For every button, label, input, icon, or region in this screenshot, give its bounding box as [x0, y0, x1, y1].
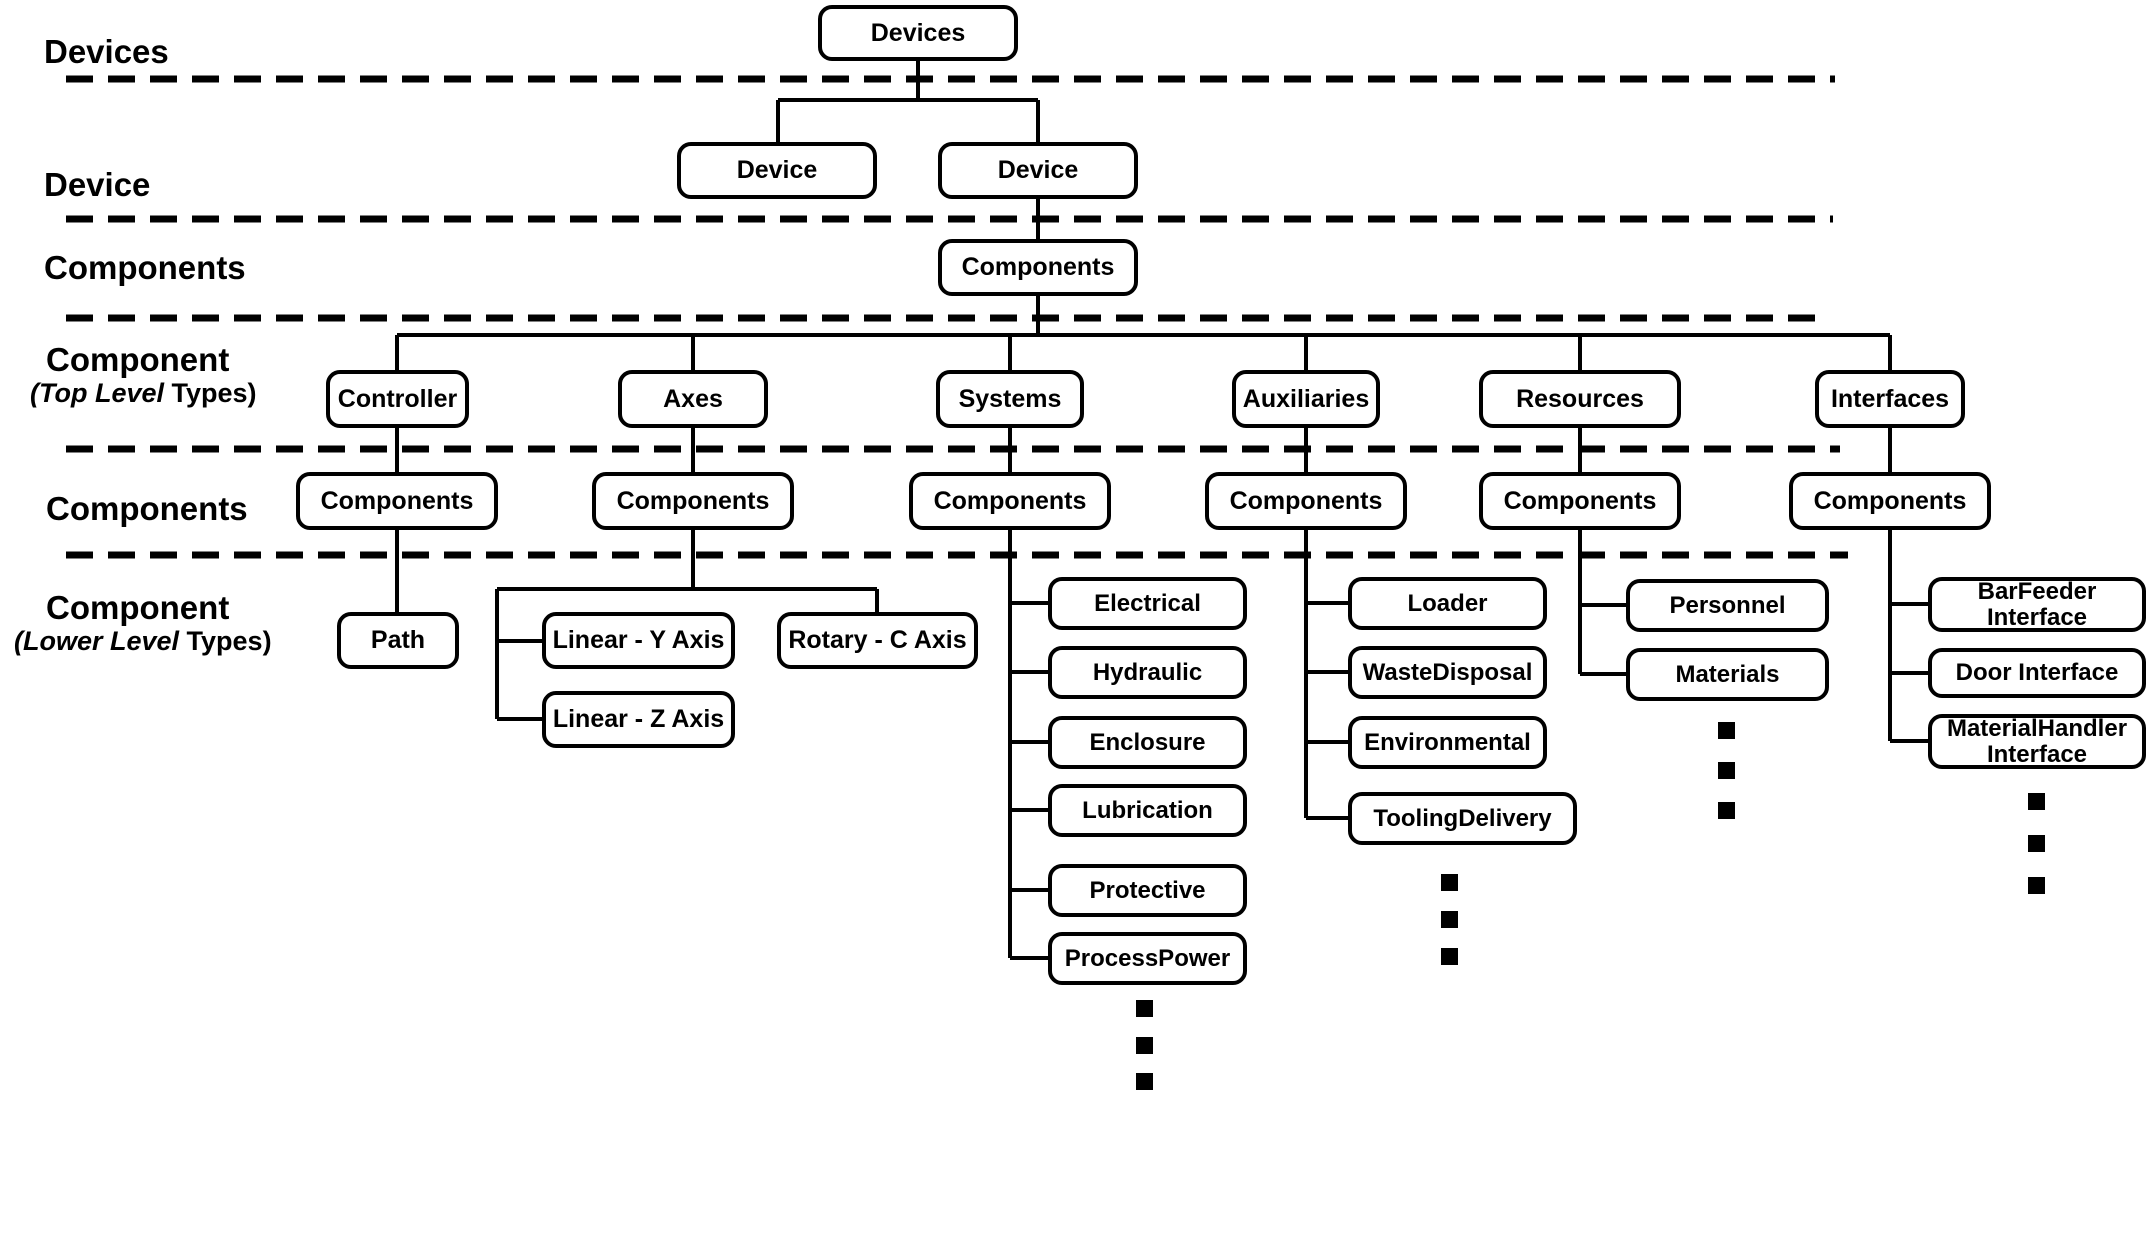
row-label-components: Components [44, 249, 246, 286]
node-auxiliaries: Auxiliaries [1232, 370, 1380, 428]
node-loader: Loader [1348, 577, 1547, 630]
row-label-components-2: Components [46, 490, 248, 527]
ellipsis-dot-auxiliaries [1441, 874, 1458, 891]
node-components-root: Components [938, 239, 1138, 296]
row-sublabel-top-level: (Top Level Types) [30, 378, 257, 409]
ellipsis-dot-interfaces [2028, 877, 2045, 894]
node-interfaces: Interfaces [1815, 370, 1965, 428]
ellipsis-dot-systems [1136, 1037, 1153, 1054]
node-components-interfaces: Components [1789, 472, 1991, 530]
node-axes: Axes [618, 370, 768, 428]
node-rotary-c-axis: Rotary - C Axis [777, 612, 978, 669]
row-sublabel-lower-level: (Lower Level Types) [14, 626, 272, 657]
node-controller: Controller [326, 370, 469, 428]
node-toolingdelivery: ToolingDelivery [1348, 792, 1577, 845]
node-components-axes: Components [592, 472, 794, 530]
node-electrical: Electrical [1048, 577, 1247, 630]
node-enclosure: Enclosure [1048, 716, 1247, 769]
node-systems: Systems [936, 370, 1084, 428]
node-path: Path [337, 612, 459, 669]
ellipsis-dot-interfaces [2028, 793, 2045, 810]
node-linear-y-axis: Linear - Y Axis [542, 612, 735, 669]
node-components-controller: Components [296, 472, 498, 530]
ellipsis-dot-auxiliaries [1441, 948, 1458, 965]
tree-connectors [395, 61, 1928, 960]
ellipsis-dot-resources [1718, 802, 1735, 819]
row-label-devices: Devices [44, 33, 169, 70]
node-barfeeder-interface: BarFeeder Interface [1928, 577, 2146, 632]
node-components-resources: Components [1479, 472, 1681, 530]
node-processpower: ProcessPower [1048, 932, 1247, 985]
row-divider-lines [66, 75, 1848, 559]
node-devices: Devices [818, 5, 1018, 61]
node-protective: Protective [1048, 864, 1247, 917]
lower-level-rest: Types) [179, 626, 272, 656]
node-lubrication: Lubrication [1048, 784, 1247, 837]
node-materialhandler-interface: MaterialHandler Interface [1928, 714, 2146, 769]
node-personnel: Personnel [1626, 579, 1829, 632]
node-hydraulic: Hydraulic [1048, 646, 1247, 699]
ellipsis-dot-systems [1136, 1073, 1153, 1090]
lower-level-italic: (Lower Level [14, 626, 180, 656]
ellipsis-dot-systems [1136, 1000, 1153, 1017]
ellipsis-dot-auxiliaries [1441, 911, 1458, 928]
node-components-systems: Components [909, 472, 1111, 530]
node-device-left: Device [677, 142, 877, 199]
ellipsis-dot-interfaces [2028, 835, 2045, 852]
node-components-auxiliaries: Components [1205, 472, 1407, 530]
node-environmental: Environmental [1348, 716, 1547, 769]
row-label-device: Device [44, 166, 151, 203]
top-level-italic: (Top Level [30, 378, 165, 408]
node-door-interface: Door Interface [1928, 648, 2146, 698]
ellipsis-dot-resources [1718, 722, 1735, 739]
row-label-component-top: Component [46, 341, 230, 378]
node-wastedisposal: WasteDisposal [1348, 646, 1547, 699]
node-materials: Materials [1626, 648, 1829, 701]
node-resources: Resources [1479, 370, 1681, 428]
node-linear-z-axis: Linear - Z Axis [542, 691, 735, 748]
ellipsis-dot-resources [1718, 762, 1735, 779]
node-device-right: Device [938, 142, 1138, 199]
top-level-rest: Types) [164, 378, 257, 408]
row-label-component-low: Component [46, 589, 230, 626]
